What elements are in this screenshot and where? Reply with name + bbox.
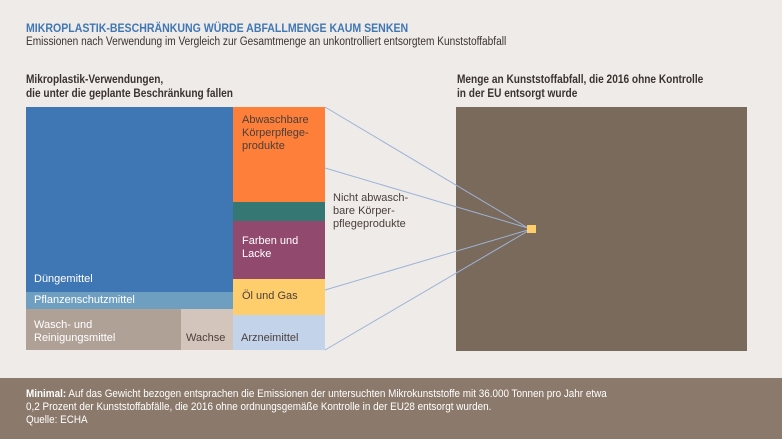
connector-line — [324, 229, 529, 291]
label-oel-gas: Öl und Gas — [242, 290, 298, 302]
segment-nicht-abwaschbare-koerperpflege — [233, 202, 325, 221]
left-heading-line2: die unter die geplante Beschränkung fall… — [26, 88, 233, 100]
label-duengemittel: Düngemittel — [34, 273, 93, 285]
segment-farben-lacke: Farben und Lacke — [233, 221, 325, 279]
label-nicht-abwaschbar: Nicht abwasch- bare Körper- pflegeproduk… — [333, 192, 408, 231]
label-nicht-abwaschbar-line1: Nicht abwasch- — [333, 192, 409, 204]
label-nicht-abwaschbar-line3: pflegeprodukte — [333, 218, 406, 230]
right-heading: Menge an Kunststoffabfall, die 2016 ohne… — [457, 73, 703, 101]
footer-line1: Minimal: Auf das Gewicht bezogen entspra… — [26, 388, 683, 401]
segment-pflanzenschutzmittel: Pflanzenschutzmittel — [26, 292, 233, 309]
left-heading: Mikroplastik-Verwendungen, die unter die… — [26, 73, 233, 101]
segment-duengemittel: Düngemittel — [26, 107, 233, 292]
label-abwaschbar-line3: produkte — [242, 140, 285, 152]
label-farben-line1: Farben und — [242, 235, 299, 247]
right-heading-line1: Menge an Kunststoffabfall, die 2016 ohne… — [457, 74, 704, 86]
footer-line2: 0,2 Prozent der Kunststoffabfälle, die 2… — [26, 401, 492, 413]
connector-line — [324, 230, 529, 351]
segment-abwaschbare-koerperpflege: Abwaschbare Körperpflege- produkte — [233, 107, 325, 202]
label-nicht-abwaschbar-line2: bare Körper- — [333, 205, 395, 217]
segment-oel-gas: Öl und Gas — [233, 279, 325, 315]
connector-line — [324, 167, 529, 229]
label-farben-line2: Lacke — [242, 248, 272, 260]
right-heading-line2: in der EU entsorgt wurde — [457, 88, 578, 100]
label-abwaschbar-line1: Abwaschbare — [242, 114, 309, 126]
segment-wasch-reinigungsmittel: Wasch- und Reinigungsmittel — [26, 309, 181, 350]
footer-source: Quelle: ECHA — [26, 414, 88, 426]
left-heading-line1: Mikroplastik-Verwendungen, — [26, 74, 164, 86]
microplastic-marker — [527, 225, 536, 233]
connector-line — [324, 106, 529, 229]
label-pflanzenschutzmittel: Pflanzenschutzmittel — [34, 294, 135, 306]
footer-text1: Auf das Gewicht bezogen entsprachen die … — [66, 388, 607, 400]
footer-note: Minimal: Auf das Gewicht bezogen entspra… — [0, 378, 782, 439]
total-plastic-waste-square — [456, 107, 747, 351]
segment-wachse: Wachse — [181, 309, 233, 350]
segment-arzneimittel: Arzneimittel — [233, 315, 325, 350]
chart-subtitle: Emissionen nach Verwendung im Vergleich … — [26, 36, 507, 48]
label-wasch-line1: Wasch- und — [34, 319, 93, 331]
label-wasch-line2: Reinigungsmittel — [34, 332, 116, 344]
chart-title: MIKROPLASTIK-BESCHRÄNKUNG WÜRDE ABFALLME… — [26, 21, 409, 35]
footer-bold: Minimal: — [26, 388, 67, 400]
label-arzneimittel: Arzneimittel — [241, 332, 299, 344]
label-wachse: Wachse — [186, 332, 226, 344]
label-abwaschbar-line2: Körperpflege- — [242, 127, 309, 139]
